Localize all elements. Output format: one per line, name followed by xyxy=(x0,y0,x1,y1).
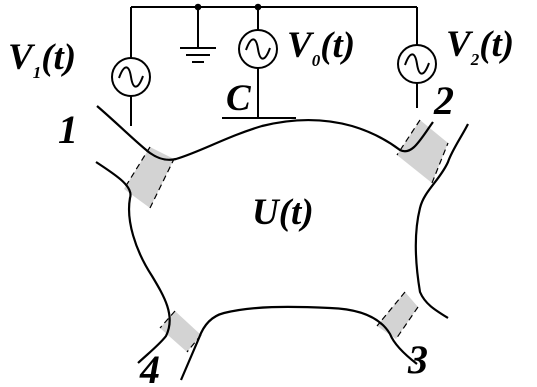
lead-1-label: 1 xyxy=(58,107,78,152)
barrier-lead-3 xyxy=(377,292,418,339)
lead-3-bottom-edge xyxy=(179,305,418,381)
junction-dot xyxy=(254,3,262,11)
v0-ac-source-icon xyxy=(238,29,278,69)
bias-circuit-wiring xyxy=(130,3,418,126)
barrier-lead-2 xyxy=(397,120,448,183)
v0-label: V0(t) xyxy=(287,25,355,70)
v1-ac-source-icon xyxy=(111,57,151,97)
lead-1-upper-edge xyxy=(96,105,434,161)
tunnel-barriers xyxy=(123,119,449,353)
ground-icon xyxy=(180,47,216,63)
junction-dot xyxy=(194,3,202,11)
v1-label: V1(t) xyxy=(8,37,76,82)
v2-ac-source-icon xyxy=(397,44,437,84)
lead-2-right-edge xyxy=(414,123,469,319)
v2-label: V2(t) xyxy=(446,24,514,69)
lead-4-label: 4 xyxy=(139,347,160,387)
dot-potential-label: U(t) xyxy=(252,192,314,233)
lead-2-label: 2 xyxy=(433,78,454,123)
barrier-lead-1 xyxy=(124,147,174,208)
lead-3-label: 3 xyxy=(407,337,428,382)
lead-4-left-edge xyxy=(95,161,171,364)
capacitor-label: C xyxy=(226,78,252,119)
quantum-dot-outline xyxy=(95,105,469,381)
